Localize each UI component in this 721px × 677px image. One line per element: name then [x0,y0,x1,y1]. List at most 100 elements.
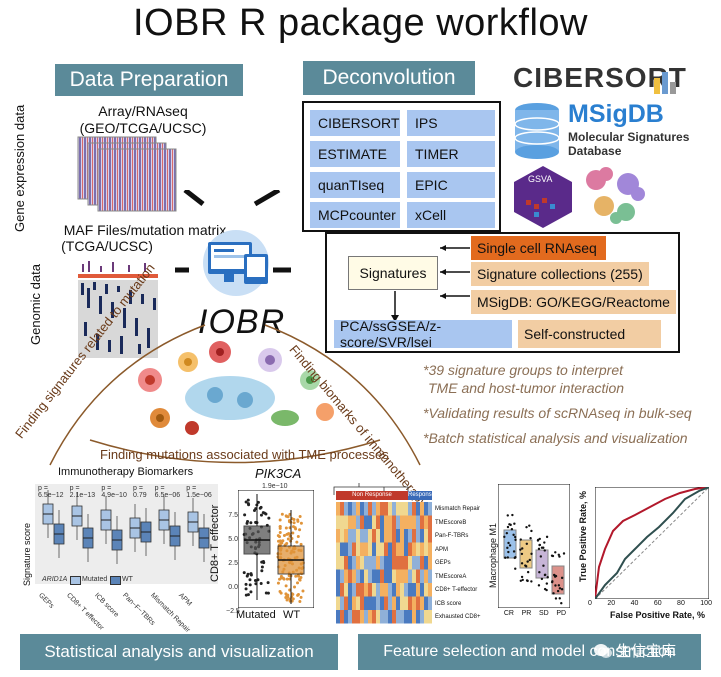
note-3: *Validating results of scRNAseq in bulk-… [423,405,692,421]
xtick: 80 [677,600,685,607]
ytick: 2.5 [228,560,238,567]
roc-ylabel: True Positive Rate, % [578,490,588,582]
gene-expression-label: Gene expression data [12,104,27,232]
sig-methods: PCA/ssGSEA/z-score/SVR/lsei [334,318,512,350]
scatterbox-xticks: CR PR SD PD [500,610,570,617]
ytick: 5.0 [228,536,238,543]
xtick: CR [503,610,514,617]
sig-single-cell: Single cell RNAseq [471,236,606,260]
sig-collections: Signature collections (255) [471,262,649,286]
boxplot2-xtick-mutated: Mutated [236,609,276,621]
scatterbox-ylabel: Macrophage M1 [488,522,498,588]
boxplot1-boxes [42,490,210,564]
xtick: GEPs [37,592,55,610]
connector-spokes [175,190,291,273]
ytick: −2.5 [226,608,240,615]
heatmap-row-label: CD8+ T-effector [435,587,478,593]
msigdb-subtitle-1: Molecular Signatures [568,130,690,144]
cibersort-logo-bars [654,72,676,94]
boxplot1-legend-title: ARID1A [42,576,68,583]
heatmap-cells [336,502,432,624]
pval: p = 6.5e−06 [154,485,181,499]
xtick: PD [556,610,567,617]
data-prep-header: Data Preparation [55,64,243,96]
roc-curve-b [595,487,709,599]
heatmap-row-label: Pan-F-TBRs [435,533,469,539]
roc-chart [595,487,709,599]
deconvolution-box [302,101,501,232]
boxplot2-chart [238,490,314,608]
ytick: 7.5 [228,512,238,519]
page-title: IOBR R package workflow [133,2,588,44]
array-label-2: (GEO/TCGA/UCSC) [79,120,207,136]
boxplot2-yticks: 7.5 5.0 2.5 0.0 −2.5 [226,504,240,624]
boxplot2-xtick-wt: WT [283,609,301,621]
heatmap-row-label: TMEscoreB [435,519,467,526]
method-mcpcounter: MCPcounter [310,202,400,228]
computer-icon [203,230,269,296]
heatmap-header-response: Response [408,491,432,500]
boxplot2-ylabel: CD8+ T effector [209,504,221,582]
watermark: 生信宝库 [594,640,676,661]
xtick: 0 [588,600,592,607]
xtick: 100 [700,600,712,607]
cells-illustration [138,341,334,435]
pval: p = 0.79 [133,485,147,499]
note-1: *39 signature groups to interpret [423,362,624,378]
curved-arrows [49,324,421,466]
pval: p = 1.5e−06 [186,485,212,499]
single-cell-umap-image [586,167,645,224]
xtick: PR [521,610,532,617]
method-ips: IPS [407,110,495,136]
heatmap-row-label: ICB score [435,600,462,607]
roc-curve-a [595,487,709,599]
method-estimate: ESTIMATE [310,141,400,167]
boxplot1-legend-mutated: Mutated [82,576,108,583]
heatmap-row-label: Mismatch Repair [435,506,481,512]
heatmap-header-nonresponse: Non Response [336,491,408,500]
maf-label-1: MAF Files/mutation matrix [63,222,227,238]
msigdb-logo: MSigDB [568,100,664,128]
deconvolution-header: Deconvolution [303,61,475,95]
wechat-icon [594,643,612,658]
xtick: 60 [653,600,662,607]
boxplot1-ylabel: Signature score [22,522,32,586]
maf-label-2: (TCGA/UCSC) [61,238,153,254]
scatterbox-points [503,513,566,605]
roc-xlabel: False Positive Rate, % [610,610,706,620]
heatmap-row-label: GEPs [435,560,451,566]
signatures-node: Signatures [348,256,438,290]
xtick: 20 [607,600,616,607]
method-xcell: xCell [407,202,495,228]
heatmap-row-labels: Mismatch Repair TMEscoreB Pan-F-TBRs APM… [435,503,481,625]
boxplot1-xticks: GEPs CD8+ T effector ICB score Pan−F−TBR… [32,592,222,634]
curve-label-bottom: Finding mutations associated with TME pr… [100,447,389,462]
expression-matrix-image [77,136,177,212]
boxplot1-chart [35,484,218,584]
pval: p = 6.5e−12 [38,485,64,499]
note-2: TME and host-tumor interaction [428,380,625,396]
method-epic: EPIC [407,172,495,198]
xtick: APM [177,592,193,608]
array-label-1: Array/RNAseq [98,103,188,119]
database-icon [514,103,560,159]
gsva-label: GSVA [528,174,553,184]
heatmap-row-label: Exhausted CD8+ [435,614,481,620]
boxplot2-pval: 1.9e−10 [262,483,288,490]
method-timer: TIMER [407,141,495,167]
scatterbox-chart [498,484,570,608]
boxplot1-pvals: p = 6.5e−12 p = 2.1e−13 p = 4.9e−10 p = … [38,485,218,499]
method-quantiseq: quanTIseq [310,172,400,198]
method-cibersort: CIBERSORT [310,110,400,136]
mutation-matrix-image [78,258,158,358]
roc-xticks: 0 20 40 60 80 100 [588,600,712,607]
sig-msigdb: MSigDB: GO/KEGG/Reactome [471,290,676,314]
legend-mutated-swatch [70,576,81,585]
heatmap-row-label: TMEscoreA [435,573,467,580]
note-4: *Batch statistical analysis and visualiz… [423,430,688,446]
xtick: ICB score [93,592,120,619]
heatmap-row-label: APM [435,546,449,553]
iobr-label: IOBR [198,303,286,341]
watermark-text: 生信宝库 [616,642,677,660]
signatures-box [325,232,680,353]
